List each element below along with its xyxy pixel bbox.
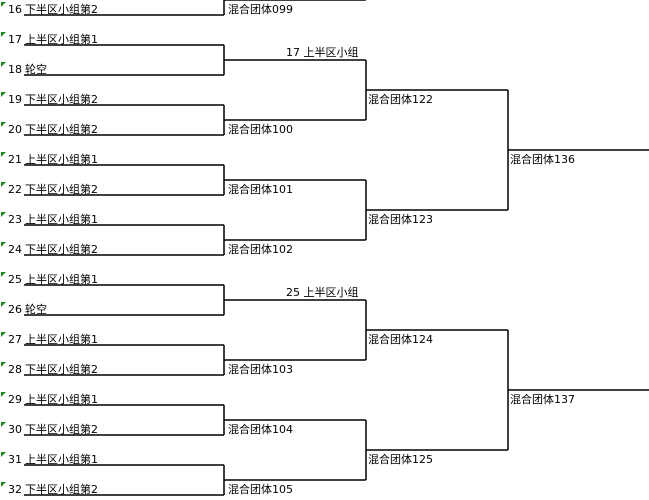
seed-marker-icon: [1, 272, 6, 277]
seed-marker-icon: [1, 212, 6, 217]
entry-seed: 23: [8, 213, 22, 226]
seed-marker-icon: [1, 2, 6, 7]
entry-seed: 25: [8, 273, 22, 286]
round2-label: 混合团体125: [368, 453, 433, 466]
seed-marker-icon: [1, 62, 6, 67]
entry-name: 下半区小组第2: [25, 243, 98, 256]
round2-label: 混合团体124: [368, 333, 433, 346]
entry-name: 上半区小组第1: [25, 33, 98, 46]
round3-label: 混合团体137: [510, 393, 575, 406]
seed-marker-icon: [1, 92, 6, 97]
entry-seed: 30: [8, 423, 22, 436]
seed-marker-icon: [1, 392, 6, 397]
entry-seed: 22: [8, 183, 22, 196]
round2-label: 混合团体123: [368, 213, 433, 226]
entry-seed: 31: [8, 453, 22, 466]
seed-marker-icon: [1, 362, 6, 367]
round1-label: 混合团体105: [228, 483, 293, 496]
seed-marker-icon: [1, 422, 6, 427]
round1-label: 混合团体101: [228, 183, 293, 196]
round1-label: 混合团体104: [228, 423, 293, 436]
entry-name: 轮空: [25, 63, 47, 76]
entry-seed: 19: [8, 93, 22, 106]
entry-name: 下半区小组第2: [25, 183, 98, 196]
round1-label: 混合团体103: [228, 363, 293, 376]
entry-seed: 27: [8, 333, 22, 346]
entry-name: 上半区小组第1: [25, 153, 98, 166]
entry-seed: 21: [8, 153, 22, 166]
seed-marker-icon: [1, 452, 6, 457]
round1-label: 17 上半区小组: [286, 46, 359, 59]
entry-name: 上半区小组第1: [25, 273, 98, 286]
entry-seed: 24: [8, 243, 22, 256]
entry-seed: 17: [8, 33, 22, 46]
round1-label: 25 上半区小组: [286, 286, 359, 299]
entry-name: 下半区小组第2: [25, 3, 98, 16]
entry-name: 上半区小组第1: [25, 333, 98, 346]
seed-marker-icon: [1, 182, 6, 187]
entry-seed: 32: [8, 483, 22, 496]
round3-label: 混合团体136: [510, 153, 575, 166]
round2-label: 混合团体122: [368, 93, 433, 106]
seed-marker-icon: [1, 332, 6, 337]
seed-marker-icon: [1, 152, 6, 157]
entry-name: 下半区小组第2: [25, 483, 98, 496]
entry-name: 下半区小组第2: [25, 423, 98, 436]
seed-marker-icon: [1, 302, 6, 307]
entry-name: 下半区小组第2: [25, 123, 98, 136]
seed-marker-icon: [1, 242, 6, 247]
entry-seed: 28: [8, 363, 22, 376]
seed-marker-icon: [1, 122, 6, 127]
entry-name: 上半区小组第1: [25, 453, 98, 466]
entry-name: 下半区小组第2: [25, 363, 98, 376]
round1-label: 混合团体102: [228, 243, 293, 256]
entry-seed: 26: [8, 303, 22, 316]
entry-seed: 29: [8, 393, 22, 406]
entry-name: 轮空: [25, 303, 47, 316]
seed-marker-icon: [1, 482, 6, 487]
entry-name: 上半区小组第1: [25, 393, 98, 406]
entry-seed: 16: [8, 3, 22, 16]
entry-seed: 20: [8, 123, 22, 136]
entry-seed: 18: [8, 63, 22, 76]
round1-label: 混合团体100: [228, 123, 293, 136]
round1-label: 混合团体099: [228, 3, 293, 16]
entry-name: 上半区小组第1: [25, 213, 98, 226]
seed-marker-icon: [1, 32, 6, 37]
entry-name: 下半区小组第2: [25, 93, 98, 106]
